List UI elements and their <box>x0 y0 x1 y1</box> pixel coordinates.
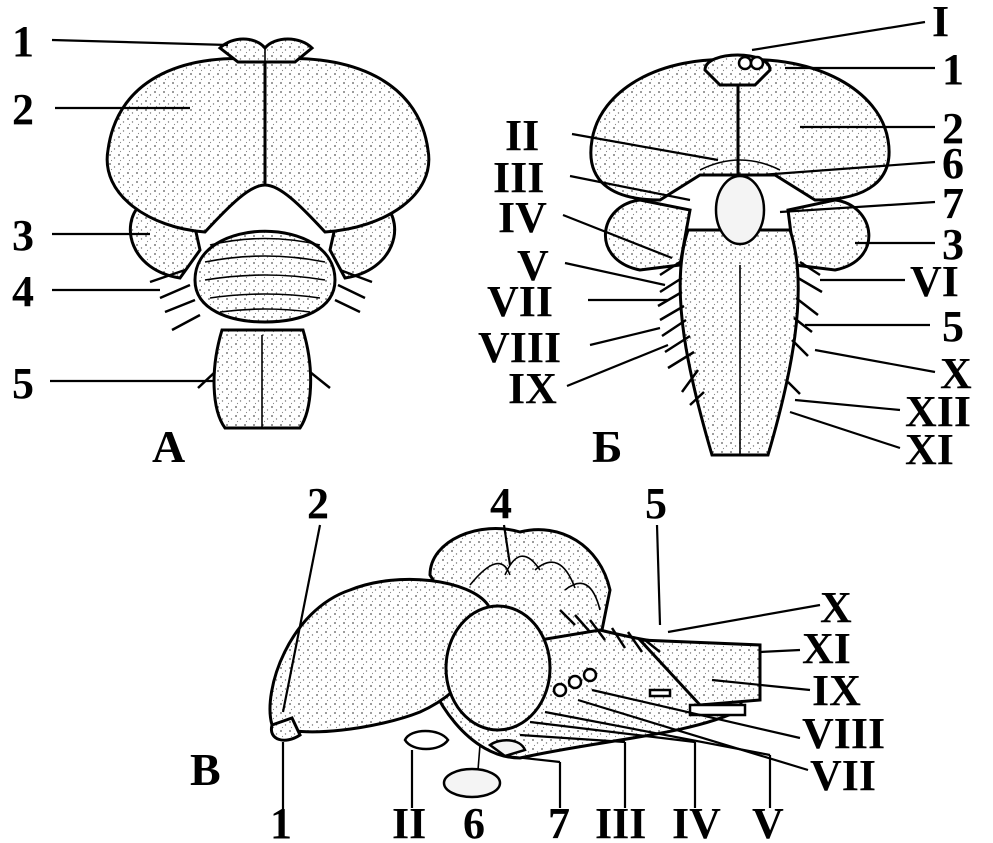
leader-line <box>790 412 900 448</box>
label-a-5: 5 <box>12 359 34 408</box>
label-b-IX: IX <box>508 364 557 413</box>
panel-c-lateral-view: 2 4 5 X XI IX VIII VII 1 II 6 7 III IV V… <box>190 479 885 843</box>
label-a-2: 2 <box>12 85 34 134</box>
label-c-4: 4 <box>490 479 512 528</box>
label-b-IV: IV <box>498 193 547 242</box>
label-c-5: 5 <box>645 479 667 528</box>
leader-line <box>752 22 925 50</box>
label-c-7: 7 <box>548 799 570 843</box>
label-c-V: V <box>752 799 784 843</box>
label-b-VI: VI <box>910 257 959 306</box>
leader-line <box>567 345 668 386</box>
label-c-VII: VII <box>810 751 876 800</box>
label-c-II: II <box>392 799 426 843</box>
label-a-1: 1 <box>12 17 34 66</box>
panel-a-letter: А <box>152 421 185 472</box>
leader-line <box>668 605 820 632</box>
leader-line <box>52 40 228 45</box>
panel-b-ventral-view: II III IV V VII VIII IX I 1 2 6 7 3 VI 5… <box>478 0 972 474</box>
label-b-1: 1 <box>942 45 964 94</box>
label-a-3: 3 <box>12 211 34 260</box>
label-b-5: 5 <box>942 302 964 351</box>
panel-c-letter: В <box>190 744 221 795</box>
label-c-III: III <box>595 799 646 843</box>
panel-b-brain-drawing <box>591 55 889 455</box>
leader-line <box>815 350 935 372</box>
leader-line <box>760 650 800 652</box>
panel-a-brain-drawing <box>107 39 429 428</box>
leader-line <box>590 328 660 345</box>
label-c-2: 2 <box>307 479 329 528</box>
panel-a-dorsal-view: 1 2 3 4 5 А <box>12 17 429 472</box>
label-c-1: 1 <box>270 799 292 843</box>
leader-line <box>795 400 900 410</box>
label-b-VII: VII <box>487 277 553 326</box>
label-c-IV: IV <box>672 799 721 843</box>
label-b-XI: XI <box>905 425 954 474</box>
label-a-4: 4 <box>12 267 34 316</box>
label-c-IX: IX <box>812 666 861 715</box>
label-c-6: 6 <box>463 799 485 843</box>
leader-line <box>657 525 660 625</box>
panel-b-letter: Б <box>592 421 622 472</box>
label-b-I: I <box>932 0 949 46</box>
